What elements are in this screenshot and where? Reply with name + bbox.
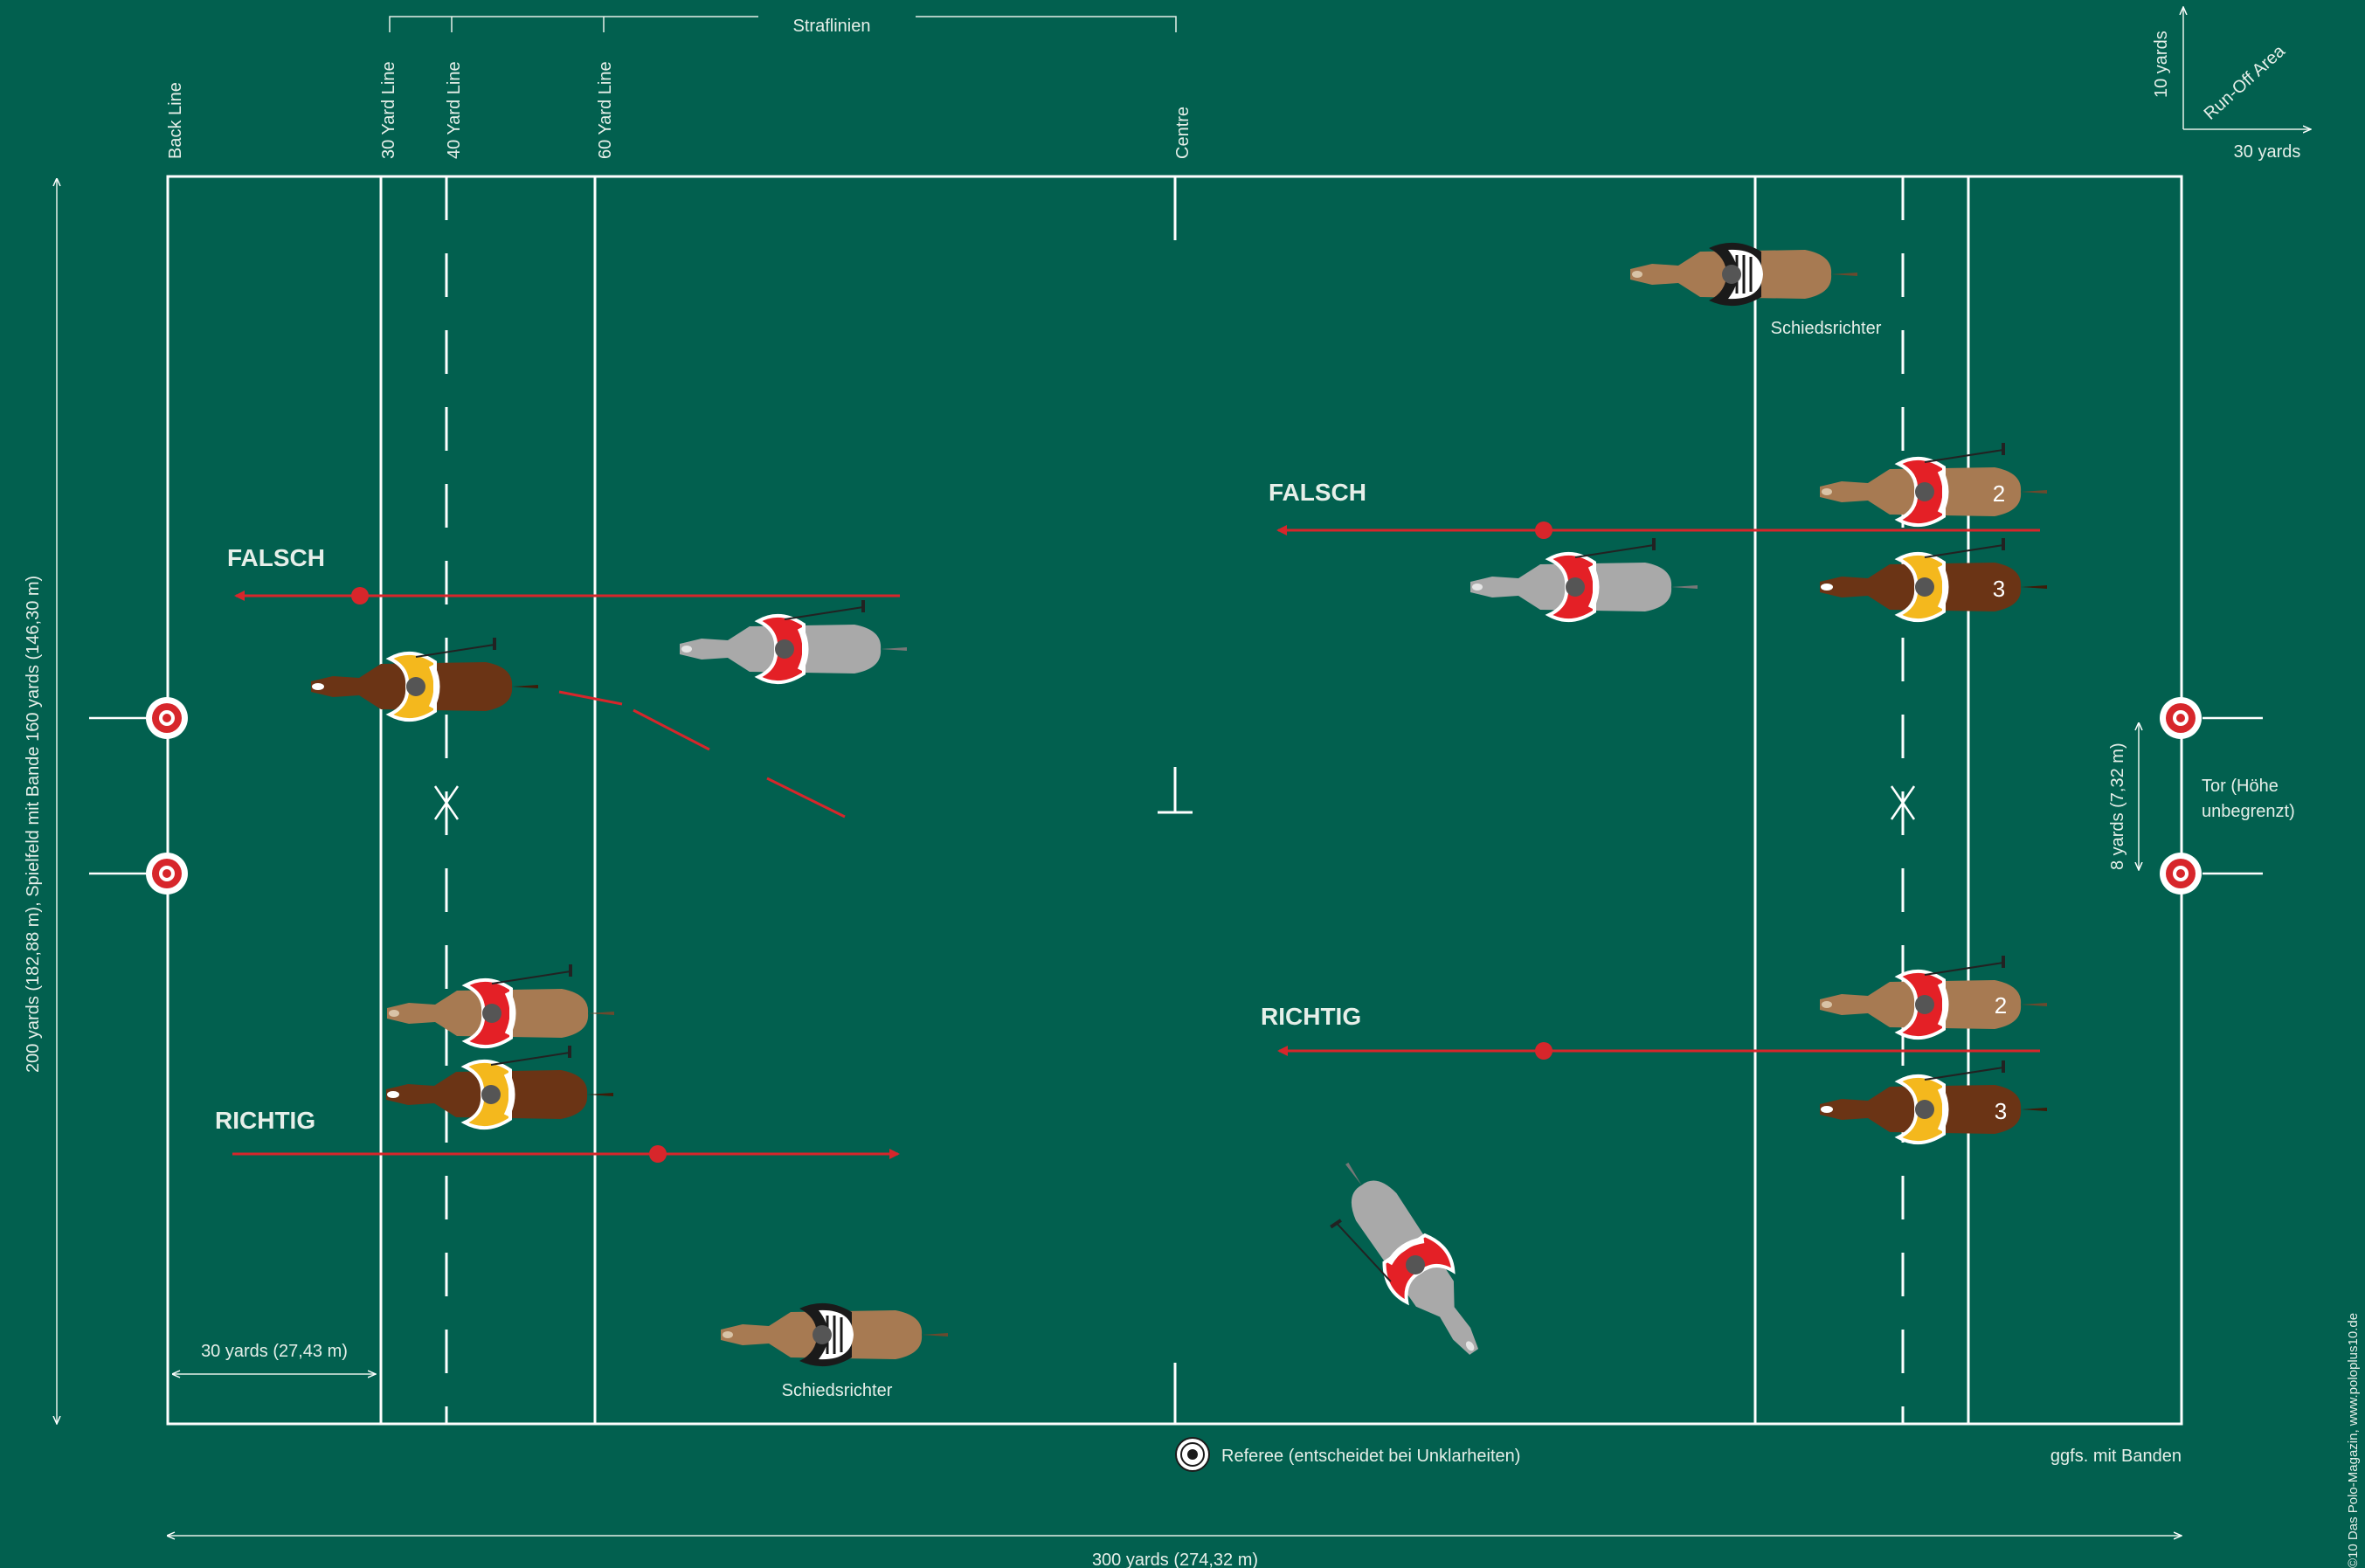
field-lines [89,176,2263,1424]
yard30-line-label: 30 Yard Line [379,61,398,159]
player-3-top-number: 3 [1993,576,2005,602]
goal-post-right-top [2160,697,2202,739]
yard40-line-label: 40 Yard Line [445,61,464,159]
arrow-richtig-left [232,1145,898,1163]
referee-icon [1176,1438,1209,1471]
centre-label: Centre [1173,107,1193,159]
ten-yards-label: 10 yards [2152,31,2171,98]
rider-yellow-right-3 [1820,538,2047,620]
straflinien-bracket [390,17,1176,32]
player-2-bottom-number: 2 [1995,992,2007,1019]
referee-label: Referee (entscheidet bei Unklarheiten) [1221,1447,1520,1466]
rider-red-diagonal [1306,1145,1501,1379]
arrow-richtig-right [1279,1042,2040,1060]
bottom-dimension-label: 300 yards (274,32 m) [1092,1551,1258,1568]
straflinien-label: Straflinien [793,17,871,36]
rider-red-grey-horse-left [680,600,907,682]
ball-trajectory-dashed [559,692,845,817]
thirty-yards-top-label: 30 yards [2234,142,2301,162]
rider-yellow-right-3-bottom [1820,1060,2047,1143]
rider-red-grey-horse-right [1470,538,1698,620]
yard60-line-label: 60 Yard Line [596,61,615,159]
arrow-falsch-left [236,587,900,604]
back-line-label: Back Line [166,82,185,159]
umpire-top [1630,243,1857,306]
rider-red-left-bottom [387,964,614,1046]
falsch-right-label: FALSCH [1269,479,1366,506]
rider-red-right-2-bottom [1820,956,2047,1038]
goal-post-right-bottom [2160,853,2202,895]
rider-yellow-left-bottom [386,1046,613,1128]
rider-yellow-left-top [311,638,538,720]
richtig-right-label: RICHTIG [1261,1003,1361,1030]
goal-post-left-bottom [146,853,188,895]
rider-red-right-2 [1820,443,2047,525]
schiedsrichter-bottom-label: Schiedsrichter [782,1381,893,1400]
left-dimension-label: 200 yards (182,88 m), Spielfeld mit Band… [24,576,43,1073]
player-3-bottom-number: 3 [1995,1098,2007,1124]
player-2-top-number: 2 [1993,480,2005,507]
tor-label-line2: unbegrenzt) [2202,802,2295,821]
umpire-bottom [721,1303,948,1366]
eight-yards-label: 8 yards (7,32 m) [2108,743,2127,870]
thirty-yards-bottom-label: 30 yards (27,43 m) [201,1342,348,1361]
richtig-left-label: RICHTIG [215,1107,315,1134]
tor-label-line1: Tor (Höhe [2202,777,2279,796]
goal-post-left-top [146,697,188,739]
falsch-left-label: FALSCH [227,544,325,571]
schiedsrichter-top-label: Schiedsrichter [1771,319,1882,338]
run-off-area-label: Run-Off Area [2201,41,2290,124]
credit-label: ©10 Das Polo-Magazin, www.poloplus10.de [2346,1313,2361,1568]
ggfs-label: ggfs. mit Banden [2050,1447,2182,1466]
